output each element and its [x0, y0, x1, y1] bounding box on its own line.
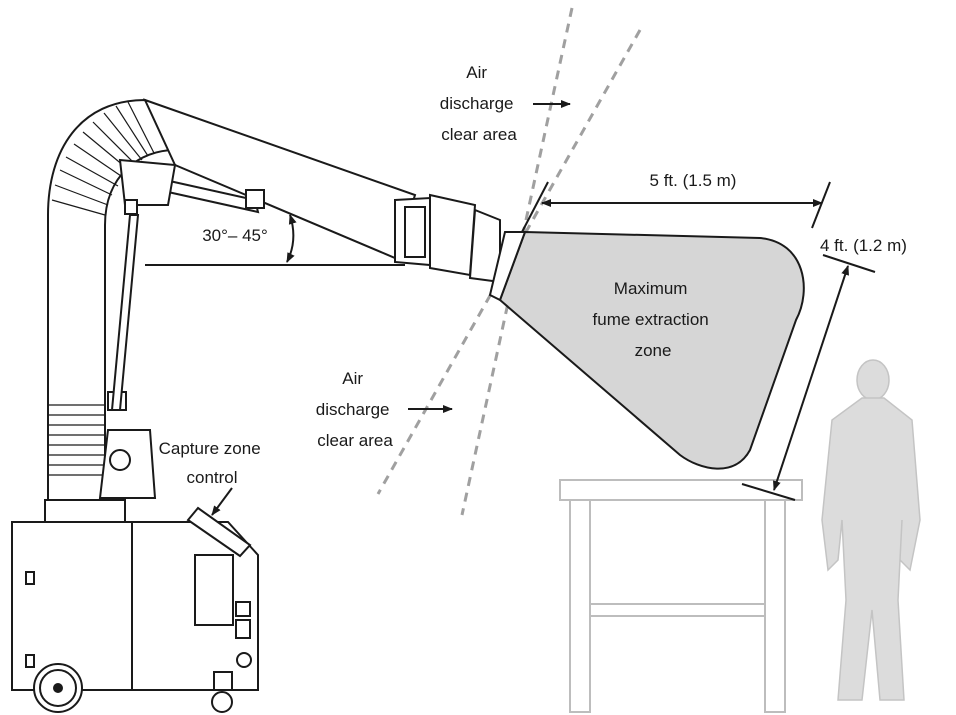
dim-horizontal-tick-left: [521, 181, 549, 233]
capture-arrow: [211, 487, 233, 516]
dim-vertical-tick-top: [822, 254, 876, 273]
air-discharge-bottom-label: Air discharge clear area: [316, 369, 394, 450]
dim-vertical-arrow: [773, 265, 849, 491]
air-discharge-top-label: Air discharge clear area: [440, 63, 518, 144]
angle-arrow: [286, 214, 297, 263]
dim-horizontal-label: 5 ft. (1.5 m): [650, 171, 737, 190]
dim-horizontal-tick-right: [811, 181, 831, 229]
extraction-arm: [47, 98, 527, 501]
dim-vertical-label: 4 ft. (1.2 m): [820, 236, 907, 255]
discharge-boundary-line-b: [376, 29, 642, 495]
extractor-cart: [11, 499, 259, 713]
person-silhouette: [821, 359, 921, 701]
angle-label: 30°– 45°: [202, 226, 268, 245]
capture-zone-label: Capture zone control: [159, 439, 266, 487]
work-table: [559, 479, 803, 713]
dim-vertical-tick-bottom: [741, 483, 796, 501]
fume-zone-label: Maximum fume extraction zone: [593, 279, 714, 360]
